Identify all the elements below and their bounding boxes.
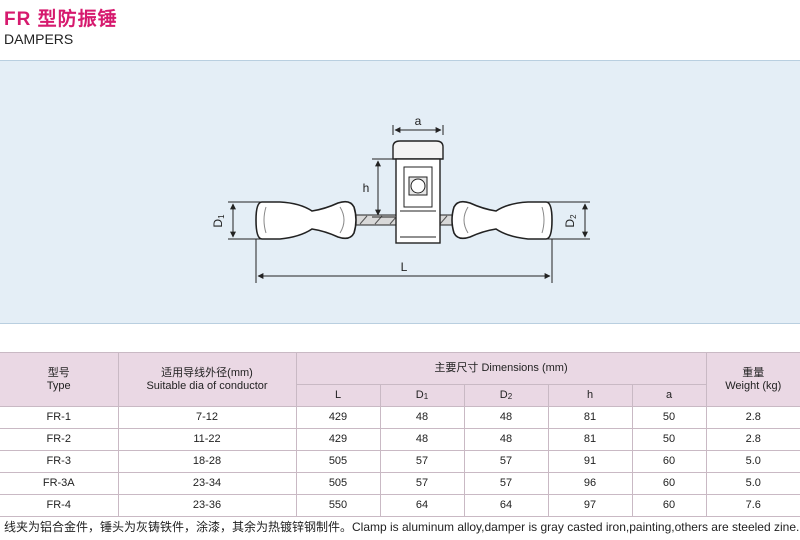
cell-type: FR-3A bbox=[0, 472, 119, 495]
cell-d1: 64 bbox=[379, 494, 465, 517]
cell-type: FR-2 bbox=[0, 428, 119, 451]
header-d2-main: D bbox=[499, 388, 508, 401]
header-d1: D1 bbox=[379, 384, 465, 407]
dimension-a-label: a bbox=[415, 114, 422, 128]
header-weight-en: Weight (kg) bbox=[725, 379, 782, 392]
cell-weight: 7.6 bbox=[705, 494, 800, 517]
header-weight: 重量 Weight (kg) bbox=[705, 352, 800, 407]
dimension-d2: D2 bbox=[546, 201, 590, 240]
dimension-d2-sub: 2 bbox=[569, 214, 578, 219]
cell-type: FR-4 bbox=[0, 494, 119, 517]
technical-drawing-panel: a h D1 D2 bbox=[0, 60, 800, 324]
cell-type: FR-3 bbox=[0, 450, 119, 473]
cell-dia: 18-28 bbox=[117, 450, 297, 473]
header-a: a bbox=[631, 384, 707, 407]
cell-h: 96 bbox=[547, 472, 633, 495]
cell-a: 60 bbox=[631, 450, 707, 473]
cell-type: FR-1 bbox=[0, 406, 119, 429]
page-subtitle: DAMPERS bbox=[4, 31, 74, 47]
cell-d2: 57 bbox=[463, 450, 549, 473]
damper-drawing: a h D1 D2 bbox=[211, 114, 590, 283]
cell-a: 50 bbox=[631, 428, 707, 451]
cell-d2: 57 bbox=[463, 472, 549, 495]
cell-d1: 57 bbox=[379, 472, 465, 495]
cell-dia: 7-12 bbox=[117, 406, 297, 429]
table-row: FR-4 23-36 550 64 64 97 60 7.6 bbox=[0, 494, 800, 517]
cell-l: 505 bbox=[295, 472, 381, 495]
header-d1-sub: 1 bbox=[423, 391, 429, 401]
dimension-h-label: h bbox=[363, 181, 370, 195]
cell-a: 60 bbox=[631, 494, 707, 517]
dimension-d1-label: D bbox=[211, 219, 225, 228]
page-title: FR 型防振锤 bbox=[4, 9, 118, 30]
cell-h: 91 bbox=[547, 450, 633, 473]
conductor-clamp bbox=[392, 140, 444, 244]
dimension-l: L bbox=[255, 239, 553, 283]
header-dia: 适用导线外径(mm) Suitable dia of conductor bbox=[117, 352, 297, 407]
cell-dia: 23-36 bbox=[117, 494, 297, 517]
cell-d1: 48 bbox=[379, 406, 465, 429]
cell-a: 60 bbox=[631, 472, 707, 495]
header-type-en: Type bbox=[46, 379, 71, 392]
cell-l: 429 bbox=[295, 406, 381, 429]
cell-h: 81 bbox=[547, 428, 633, 451]
cell-dia: 11-22 bbox=[117, 428, 297, 451]
cell-h: 97 bbox=[547, 494, 633, 517]
svg-text:D2: D2 bbox=[563, 214, 578, 228]
header-weight-cn: 重量 bbox=[742, 366, 765, 379]
dimension-l-label: L bbox=[401, 260, 408, 274]
cell-weight: 5.0 bbox=[705, 472, 800, 495]
dimension-h: h bbox=[363, 158, 395, 218]
cell-h: 81 bbox=[547, 406, 633, 429]
header-type: 型号 Type bbox=[0, 352, 119, 407]
footnote: 线夹为铝合金件，锤头为灰铸铁件，涂漆，其余为热镀锌钢制件。Clamp is al… bbox=[4, 520, 800, 534]
spec-table: 型号 Type 适用导线外径(mm) Suitable dia of condu… bbox=[0, 352, 800, 517]
table-row: FR-1 7-12 429 48 48 81 50 2.8 bbox=[0, 406, 800, 429]
table-row: FR-3A 23-34 505 57 57 96 60 5.0 bbox=[0, 472, 800, 495]
svg-text:D1: D1 bbox=[211, 214, 226, 228]
table-row: FR-2 11-22 429 48 48 81 50 2.8 bbox=[0, 428, 800, 451]
cell-d2: 48 bbox=[463, 428, 549, 451]
cell-weight: 2.8 bbox=[705, 406, 800, 429]
cell-l: 550 bbox=[295, 494, 381, 517]
header-h: h bbox=[547, 384, 633, 407]
dimension-d1: D1 bbox=[211, 201, 262, 240]
header-d2: D2 bbox=[463, 384, 549, 407]
cell-weight: 5.0 bbox=[705, 450, 800, 473]
header-type-cn: 型号 bbox=[47, 366, 70, 379]
right-damper-weight bbox=[451, 200, 553, 240]
header-dimensions: 主要尺寸 Dimensions (mm) bbox=[295, 352, 707, 385]
cell-weight: 2.8 bbox=[705, 428, 800, 451]
table-row: FR-3 18-28 505 57 57 91 60 5.0 bbox=[0, 450, 800, 473]
header-l: L bbox=[295, 384, 381, 407]
header-d2-sub: 2 bbox=[507, 391, 513, 401]
cell-dia: 23-34 bbox=[117, 472, 297, 495]
dimension-d2-label: D bbox=[563, 219, 577, 228]
left-damper-weight bbox=[255, 200, 357, 240]
cell-d2: 48 bbox=[463, 406, 549, 429]
header-dia-cn: 适用导线外径(mm) bbox=[161, 366, 253, 379]
header-d1-main: D bbox=[415, 388, 424, 401]
cell-d2: 64 bbox=[463, 494, 549, 517]
cell-l: 505 bbox=[295, 450, 381, 473]
cell-l: 429 bbox=[295, 428, 381, 451]
cell-a: 50 bbox=[631, 406, 707, 429]
cell-d1: 57 bbox=[379, 450, 465, 473]
dimension-d1-sub: 1 bbox=[217, 214, 226, 219]
dimension-a: a bbox=[392, 114, 444, 135]
cell-d1: 48 bbox=[379, 428, 465, 451]
header-dia-en: Suitable dia of conductor bbox=[146, 379, 268, 392]
